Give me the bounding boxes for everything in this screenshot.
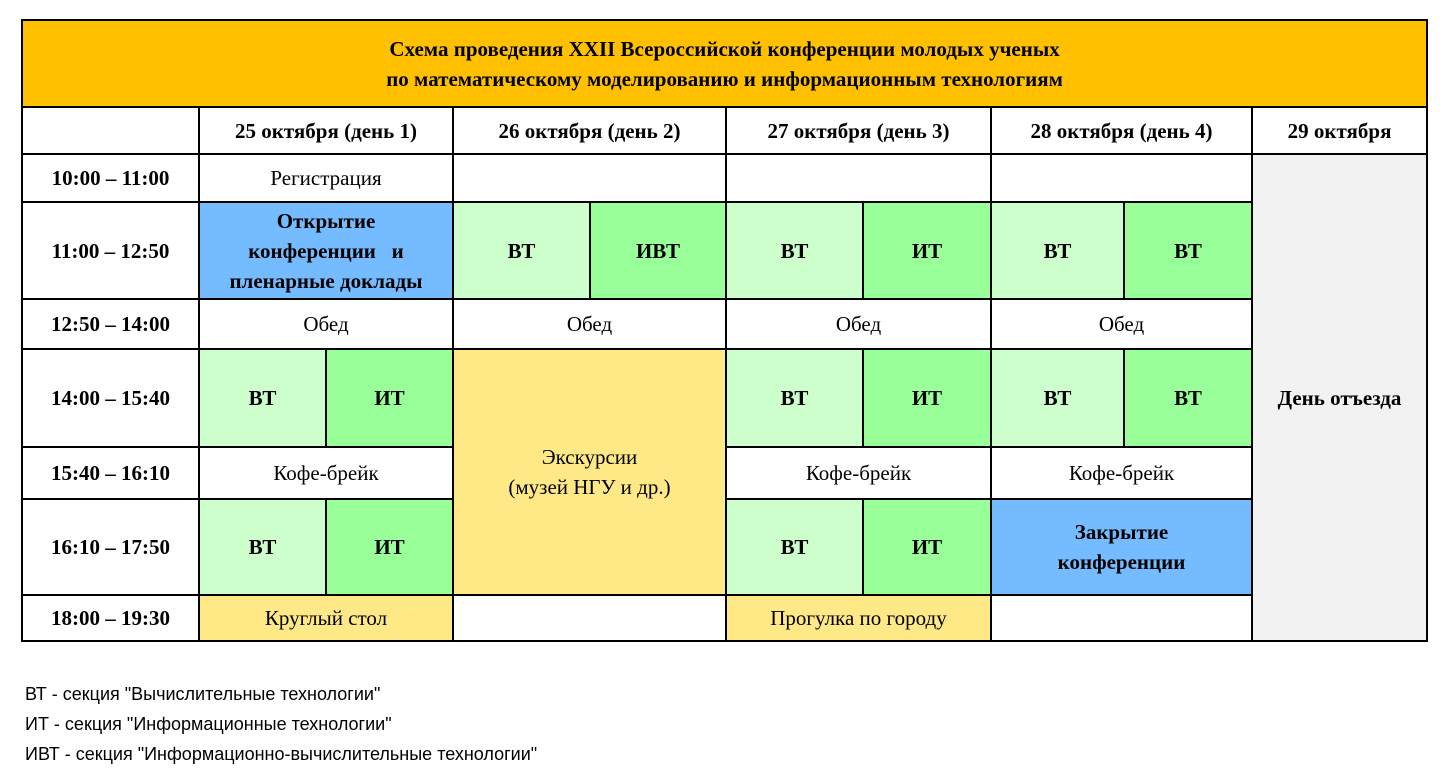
legend-item-it: ИТ - секция "Информационные технологии" xyxy=(25,714,392,734)
lunch-cell: Обед xyxy=(452,298,727,350)
excursion-line-2: (музей НГУ и др.) xyxy=(508,475,671,499)
section-it-cell: ИТ xyxy=(325,498,454,596)
coffee-break-cell: Кофе-брейк xyxy=(990,446,1253,500)
city-walk-cell: Прогулка по городу xyxy=(725,594,992,642)
closing-line-2: конференции xyxy=(1057,550,1186,574)
empty-cell xyxy=(990,594,1253,642)
section-vt-cell: ВТ xyxy=(725,201,864,300)
section-it-cell: ИТ xyxy=(862,498,992,596)
departure-cell: День отъезда xyxy=(1250,153,1429,642)
coffee-break-cell: Кофе-брейк xyxy=(725,446,992,500)
empty-cell xyxy=(452,153,727,203)
empty-cell xyxy=(452,594,727,642)
day-header-1: 25 октября (день 1) xyxy=(198,106,454,155)
empty-cell xyxy=(725,153,992,203)
legend-item-ivt: ИВТ - секция "Информационно-вычислительн… xyxy=(25,744,538,764)
excursion-line-1: Экскурсии xyxy=(541,445,638,469)
section-ivt-cell: ИВТ xyxy=(589,201,727,300)
section-vt-cell: ВТ xyxy=(198,348,327,448)
title-line-2: по математическому моделированию и инфор… xyxy=(386,66,1063,91)
time-slot: 14:00 – 15:40 xyxy=(21,348,200,448)
schedule-container: Схема проведения XXII Всероссийской конф… xyxy=(20,19,1429,642)
lunch-cell: Обед xyxy=(198,298,454,350)
section-vt-cell: ВТ xyxy=(990,348,1125,448)
closing-line-1: Закрытие xyxy=(1074,520,1169,544)
closing-cell: Закрытие конференции xyxy=(990,498,1253,596)
time-slot: 18:00 – 19:30 xyxy=(21,594,200,642)
opening-line-3: пленарные доклады xyxy=(229,268,423,293)
opening-line-1: Открытие xyxy=(276,208,376,233)
schedule-title: Схема проведения XXII Всероссийской конф… xyxy=(20,19,1429,108)
section-vt-cell: ВТ xyxy=(725,348,864,448)
section-vt-cell: ВТ xyxy=(1123,348,1253,448)
section-vt-cell: ВТ xyxy=(1123,201,1253,300)
time-slot: 12:50 – 14:00 xyxy=(21,298,200,350)
coffee-break-cell: Кофе-брейк xyxy=(198,446,454,500)
time-slot: 11:00 – 12:50 xyxy=(21,201,200,300)
title-line-1: Схема проведения XXII Всероссийской конф… xyxy=(389,36,1060,61)
section-it-cell: ИТ xyxy=(325,348,454,448)
legend: ВТ - секция "Вычислительные технологии" … xyxy=(25,679,537,769)
schedule-table: Схема проведения XXII Всероссийской конф… xyxy=(20,19,1429,642)
round-table-cell: Круглый стол xyxy=(198,594,454,642)
opening-cell: Открытие конференции и пленарные доклады xyxy=(198,201,454,300)
lunch-cell: Обед xyxy=(725,298,992,350)
section-vt-cell: ВТ xyxy=(990,201,1125,300)
registration-cell: Регистрация xyxy=(198,153,454,203)
lunch-cell: Обед xyxy=(990,298,1253,350)
section-vt-cell: ВТ xyxy=(452,201,591,300)
day-header-4: 28 октября (день 4) xyxy=(990,106,1253,155)
day-header-5: 29 октября xyxy=(1250,106,1429,155)
header-corner xyxy=(21,106,200,155)
excursion-cell: Экскурсии (музей НГУ и др.) xyxy=(452,348,727,596)
legend-item-vt: ВТ - секция "Вычислительные технологии" xyxy=(25,684,381,704)
section-it-cell: ИТ xyxy=(862,348,992,448)
section-it-cell: ИТ xyxy=(862,201,992,300)
section-vt-cell: ВТ xyxy=(198,498,327,596)
day-header-2: 26 октября (день 2) xyxy=(452,106,727,155)
time-slot: 16:10 – 17:50 xyxy=(21,498,200,596)
empty-cell xyxy=(990,153,1253,203)
time-slot: 15:40 – 16:10 xyxy=(21,446,200,500)
time-slot: 10:00 – 11:00 xyxy=(21,153,200,203)
opening-line-2: конференции и xyxy=(248,238,404,263)
day-header-3: 27 октября (день 3) xyxy=(725,106,992,155)
section-vt-cell: ВТ xyxy=(725,498,864,596)
